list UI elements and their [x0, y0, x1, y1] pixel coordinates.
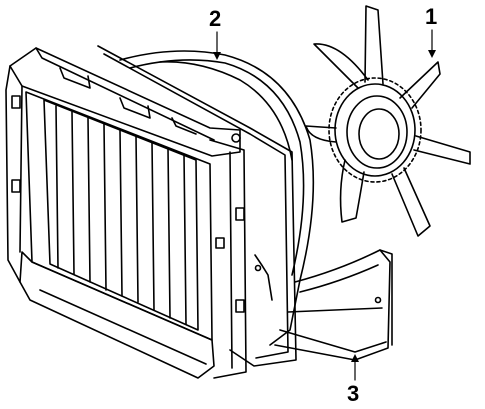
lower-shroud-bracket — [254, 249, 393, 361]
callout-2: 2 — [209, 6, 222, 31]
leader-lines — [216, 29, 433, 381]
radiator — [5, 45, 297, 379]
callout-3: 3 — [347, 381, 360, 406]
callout-1: 1 — [425, 4, 438, 29]
fan-shroud — [119, 50, 315, 346]
cooling-fan — [305, 5, 471, 237]
